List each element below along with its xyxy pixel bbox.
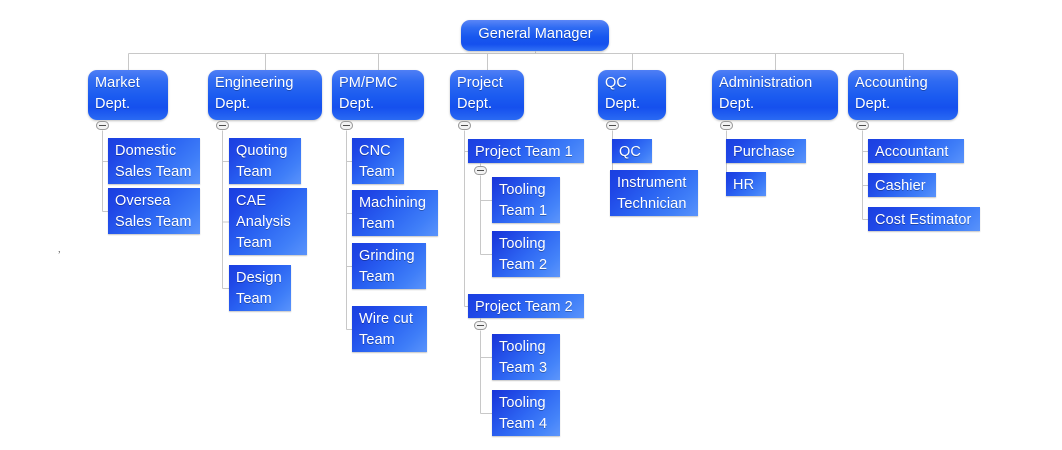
- collapse-handle-accounting-dept[interactable]: [856, 121, 869, 130]
- node-tooling-team-4[interactable]: Tooling Team 4: [492, 390, 560, 436]
- node-qc[interactable]: QC: [612, 139, 652, 163]
- node-cost-estimator[interactable]: Cost Estimator: [868, 207, 980, 231]
- collapse-handle-project-team-1[interactable]: [474, 166, 487, 175]
- collapse-handle-qc-dept[interactable]: [606, 121, 619, 130]
- node-accountant[interactable]: Accountant: [868, 139, 964, 163]
- node-cae-analysis-team[interactable]: CAE Analysis Team: [229, 188, 307, 255]
- collapse-handle-market-dept[interactable]: [96, 121, 109, 130]
- node-tooling-team-1[interactable]: Tooling Team 1: [492, 177, 560, 223]
- node-tooling-team-2[interactable]: Tooling Team 2: [492, 231, 560, 277]
- node-quoting-team[interactable]: Quoting Team: [229, 138, 301, 184]
- node-machining-team[interactable]: Machining Team: [352, 190, 438, 236]
- collapse-handle-administration-dept[interactable]: [720, 121, 733, 130]
- node-cnc-team[interactable]: CNC Team: [352, 138, 404, 184]
- node-grinding-team[interactable]: Grinding Team: [352, 243, 426, 289]
- node-project-team-2[interactable]: Project Team 2: [468, 294, 584, 318]
- node-hr[interactable]: HR: [726, 172, 766, 196]
- collapse-handle-project-team-2[interactable]: [474, 321, 487, 330]
- node-administration-dept[interactable]: Administration Dept.: [712, 70, 838, 120]
- node-accounting-dept[interactable]: Accounting Dept.: [848, 70, 958, 120]
- node-tooling-team-3[interactable]: Tooling Team 3: [492, 334, 560, 380]
- node-cashier[interactable]: Cashier: [868, 173, 936, 197]
- node-instrument-technician[interactable]: Instrument Technician: [610, 170, 698, 216]
- node-market-dept[interactable]: Market Dept.: [88, 70, 168, 120]
- node-project-dept[interactable]: Project Dept.: [450, 70, 524, 120]
- stray-mark: ,: [58, 243, 61, 255]
- collapse-handle-project-dept[interactable]: [458, 121, 471, 130]
- node-domestic-sales-team[interactable]: Domestic Sales Team: [108, 138, 200, 184]
- node-pm-pmc-dept[interactable]: PM/PMC Dept.: [332, 70, 424, 120]
- collapse-handle-engineering-dept[interactable]: [216, 121, 229, 130]
- node-oversea-sales-team[interactable]: Oversea Sales Team: [108, 188, 200, 234]
- collapse-handle-pm-pmc-dept[interactable]: [340, 121, 353, 130]
- node-qc-dept[interactable]: QC Dept.: [598, 70, 666, 120]
- node-project-team-1[interactable]: Project Team 1: [468, 139, 584, 163]
- node-design-team[interactable]: Design Team: [229, 265, 291, 311]
- node-general-manager[interactable]: General Manager: [461, 20, 609, 51]
- node-wire-cut-team[interactable]: Wire cut Team: [352, 306, 427, 352]
- node-purchase[interactable]: Purchase: [726, 139, 806, 163]
- node-engineering-dept[interactable]: Engineering Dept.: [208, 70, 322, 120]
